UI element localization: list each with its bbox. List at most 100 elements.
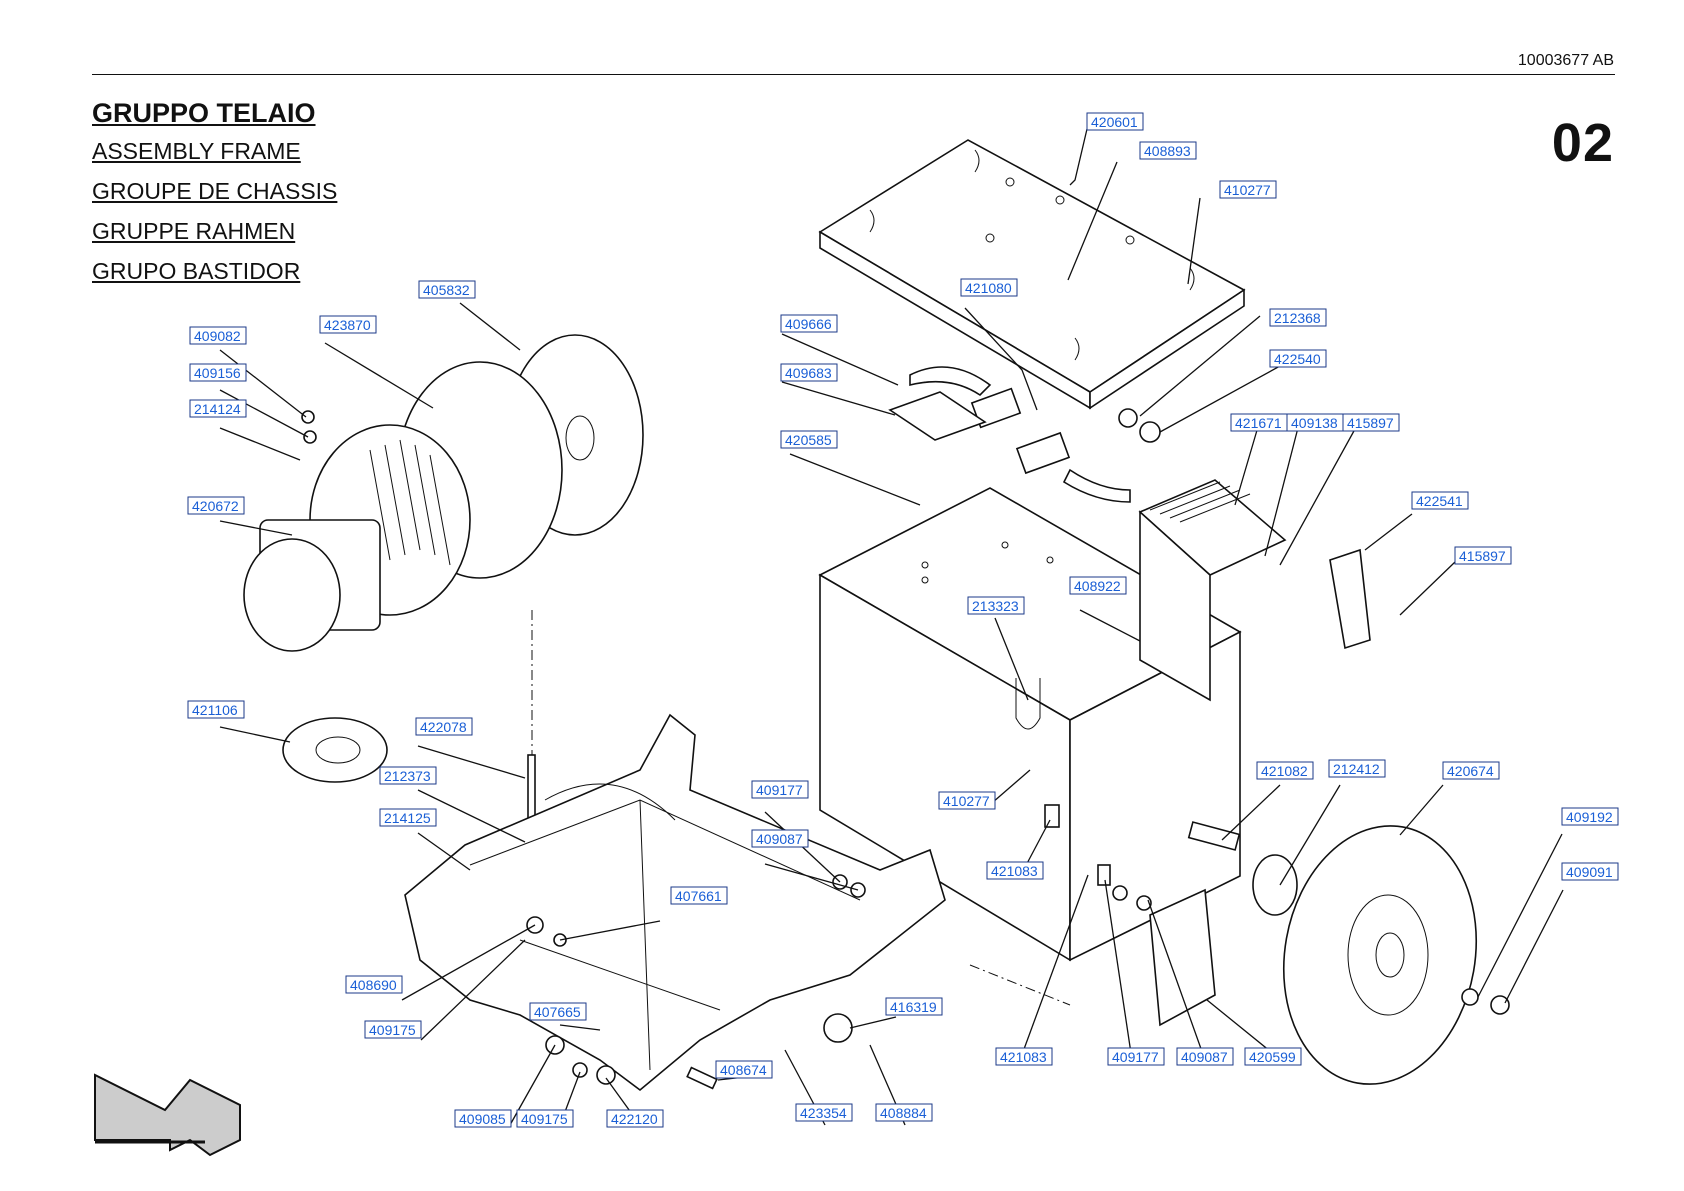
svg-text:405832: 405832	[423, 282, 470, 298]
svg-text:212412: 212412	[1333, 761, 1380, 777]
svg-text:422120: 422120	[611, 1111, 658, 1127]
part-label-409138[interactable]: 409138	[1286, 413, 1344, 432]
svg-text:409683: 409683	[785, 365, 832, 381]
part-label-407665[interactable]: 407665	[529, 1002, 587, 1021]
wheel-drawing	[1187, 821, 1478, 1085]
svg-text:214125: 214125	[384, 810, 431, 826]
svg-text:421671: 421671	[1235, 415, 1282, 431]
battery-pack-drawing	[1138, 479, 1287, 702]
part-label-410277-lower[interactable]: 410277	[938, 791, 996, 810]
part-label-409087-upper[interactable]: 409087	[751, 829, 809, 848]
part-label-422541[interactable]: 422541	[1411, 491, 1469, 510]
part-label-408674[interactable]: 408674	[715, 1060, 773, 1079]
part-label-423870[interactable]: 423870	[319, 315, 377, 334]
part-label-409085[interactable]: 409085	[454, 1109, 512, 1128]
part-label-421671[interactable]: 421671	[1230, 413, 1288, 432]
title-french: GROUPE DE CHASSIS	[92, 178, 338, 204]
svg-text:409175: 409175	[521, 1111, 568, 1127]
header-rule	[92, 74, 1615, 75]
title-english: ASSEMBLY FRAME	[92, 138, 301, 164]
svg-text:421082: 421082	[1261, 763, 1308, 779]
svg-text:409082: 409082	[194, 328, 241, 344]
title-italian: GRUPPO TELAIO	[92, 98, 316, 128]
svg-text:407665: 407665	[534, 1004, 581, 1020]
svg-text:421083: 421083	[991, 863, 1038, 879]
svg-text:422078: 422078	[420, 719, 467, 735]
part-label-409175-upper[interactable]: 409175	[364, 1020, 422, 1039]
svg-text:420601: 420601	[1091, 114, 1138, 130]
svg-text:409175: 409175	[369, 1022, 416, 1038]
svg-text:212373: 212373	[384, 768, 431, 784]
side-plate-drawing	[1149, 888, 1216, 1027]
svg-text:410277: 410277	[1224, 182, 1271, 198]
part-label-421082[interactable]: 421082	[1256, 761, 1314, 780]
svg-text:409156: 409156	[194, 365, 241, 381]
part-label-421083-lower[interactable]: 421083	[995, 1047, 1053, 1066]
part-label-421083-upper[interactable]: 421083	[986, 861, 1044, 880]
svg-text:423354: 423354	[800, 1105, 847, 1121]
svg-text:416319: 416319	[890, 999, 937, 1015]
part-label-405832[interactable]: 405832	[418, 280, 476, 299]
part-label-409091[interactable]: 409091	[1561, 862, 1619, 881]
svg-text:212368: 212368	[1274, 310, 1321, 326]
part-label-422540[interactable]: 422540	[1269, 349, 1327, 368]
svg-text:409087: 409087	[756, 831, 803, 847]
part-label-420585[interactable]: 420585	[780, 430, 838, 449]
part-label-423354[interactable]: 423354	[795, 1103, 853, 1122]
title-spanish: GRUPO BASTIDOR	[92, 258, 301, 284]
part-drawings	[94, 139, 1510, 1157]
svg-text:408893: 408893	[1144, 143, 1191, 159]
part-label-409087-lower[interactable]: 409087	[1176, 1047, 1234, 1066]
part-label-409156[interactable]: 409156	[189, 363, 247, 382]
part-label-422078[interactable]: 422078	[415, 717, 473, 736]
part-label-409666[interactable]: 409666	[780, 314, 838, 333]
part-label-420672[interactable]: 420672	[187, 496, 245, 515]
document-number: 10003677 AB	[1517, 52, 1614, 69]
svg-text:415897: 415897	[1347, 415, 1394, 431]
part-label-416319[interactable]: 416319	[885, 997, 943, 1016]
part-label-212368[interactable]: 212368	[1269, 308, 1327, 327]
part-label-420601[interactable]: 420601	[1086, 112, 1144, 131]
part-label-409082[interactable]: 409082	[189, 326, 247, 345]
part-label-420674[interactable]: 420674	[1442, 761, 1500, 780]
connectors-drawing	[888, 366, 1131, 503]
svg-text:409666: 409666	[785, 316, 832, 332]
part-label-409192[interactable]: 409192	[1561, 807, 1619, 826]
part-label-415897-upper[interactable]: 415897	[1342, 413, 1400, 432]
part-label-409175-lower[interactable]: 409175	[516, 1109, 574, 1128]
part-label-212373[interactable]: 212373	[379, 766, 437, 785]
part-label-409683[interactable]: 409683	[780, 363, 838, 382]
part-label-212412[interactable]: 212412	[1328, 759, 1386, 778]
svg-text:415897: 415897	[1459, 548, 1506, 564]
fasteners-drawing	[301, 408, 1510, 1090]
part-label-408884[interactable]: 408884	[875, 1103, 933, 1122]
svg-text:420599: 420599	[1249, 1049, 1296, 1065]
part-label-409177-upper[interactable]: 409177	[751, 780, 809, 799]
part-label-408893[interactable]: 408893	[1139, 141, 1197, 160]
part-label-421080[interactable]: 421080	[960, 278, 1018, 297]
rod-drawing	[527, 610, 536, 846]
svg-text:421080: 421080	[965, 280, 1012, 296]
svg-text:214124: 214124	[194, 401, 241, 417]
part-label-214125[interactable]: 214125	[379, 808, 437, 827]
part-label-410277[interactable]: 410277	[1219, 180, 1277, 199]
title-german: GRUPPE RAHMEN	[92, 218, 296, 244]
svg-text:409085: 409085	[459, 1111, 506, 1127]
svg-text:409192: 409192	[1566, 809, 1613, 825]
part-label-420599[interactable]: 420599	[1244, 1047, 1302, 1066]
part-label-421106[interactable]: 421106	[187, 700, 245, 719]
part-label-415897-lower[interactable]: 415897	[1454, 546, 1512, 565]
part-label-213323[interactable]: 213323	[967, 596, 1025, 615]
svg-text:421083: 421083	[1000, 1049, 1047, 1065]
svg-text:410277: 410277	[943, 793, 990, 809]
part-label-407661[interactable]: 407661	[670, 886, 728, 905]
part-label-214124[interactable]: 214124	[189, 399, 247, 418]
part-label-409177-lower[interactable]: 409177	[1107, 1047, 1165, 1066]
part-label-408690[interactable]: 408690	[345, 975, 403, 994]
svg-text:409087: 409087	[1181, 1049, 1228, 1065]
svg-text:420674: 420674	[1447, 763, 1494, 779]
part-label-408922[interactable]: 408922	[1069, 576, 1127, 595]
svg-text:213323: 213323	[972, 598, 1019, 614]
part-label-422120[interactable]: 422120	[606, 1109, 664, 1128]
